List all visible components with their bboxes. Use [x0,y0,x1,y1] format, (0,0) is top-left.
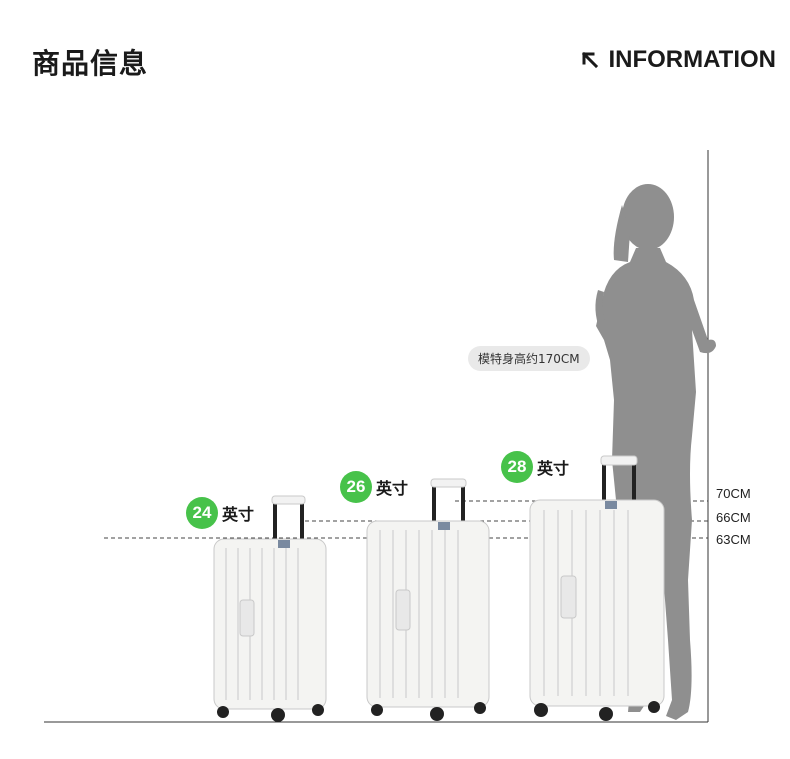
model-silhouette [595,184,716,720]
page-title-zh: 商品信息 [32,47,149,80]
suitcase-28 [529,455,665,721]
title-en-text: INFORMATION [608,46,776,73]
size-label-24: 24 英寸 [186,497,254,529]
size-unit: 英寸 [222,505,255,524]
height-mark-63: 63CM [716,532,751,547]
size-unit: 英寸 [537,459,570,478]
size-unit: 英寸 [376,479,409,498]
height-mark-70: 70CM [716,486,751,501]
page-title-en: INFORMATION [580,46,776,74]
arrow-up-left-icon [582,51,599,69]
size-badge: 26 [340,471,372,503]
model-height-note: 模特身高约170CM [468,346,590,371]
size-label-28: 28 英寸 [501,451,569,483]
height-mark-66: 66CM [716,510,751,525]
size-label-26: 26 英寸 [340,471,408,503]
size-badge: 24 [186,497,218,529]
suitcase-26 [366,478,490,721]
suitcase-24 [213,495,327,722]
size-badge: 28 [501,451,533,483]
